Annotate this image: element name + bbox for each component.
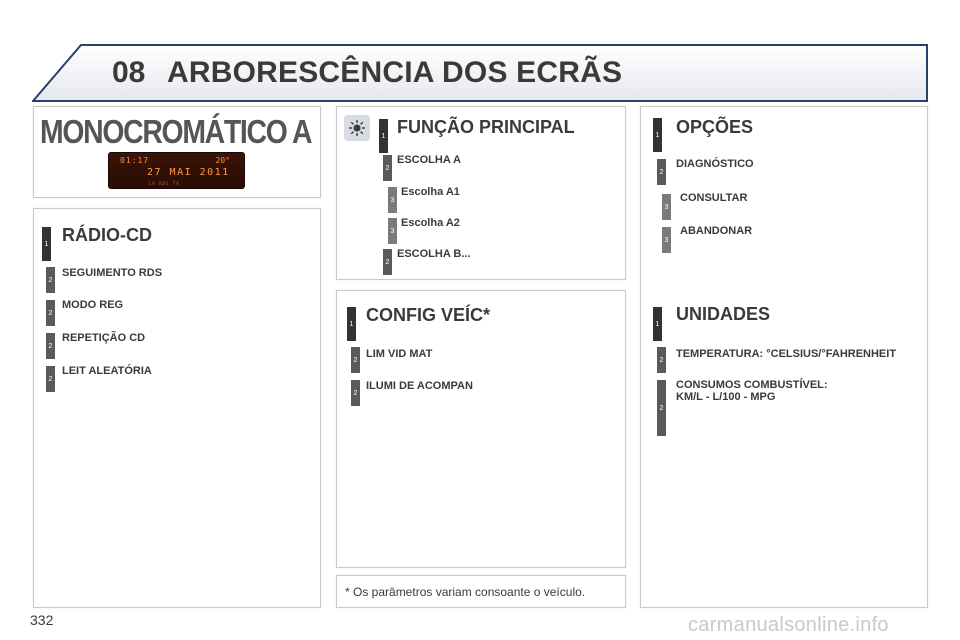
level-1-badge: 1 bbox=[347, 307, 356, 341]
config-heading: CONFIG VEÍC* bbox=[366, 305, 491, 325]
config-item: LIM VID MAT bbox=[366, 348, 433, 360]
lcd-temp: 20° bbox=[215, 156, 230, 165]
radio-item: SEGUIMENTO RDS bbox=[62, 267, 163, 279]
level-2-badge: 2 bbox=[46, 333, 55, 359]
level-2-badge: 2 bbox=[383, 155, 392, 181]
lcd-display: 01:17 20° 27 MAI 2011 LR RDS TA bbox=[108, 152, 245, 189]
level-2-badge: 2 bbox=[46, 366, 55, 392]
page-title: ARBORESCÊNCIA DOS ECRÃS bbox=[167, 56, 623, 89]
funcao-panel: 1 FUNÇÃO PRINCIPAL 2 ESCOLHA A 3 Escolha… bbox=[336, 106, 626, 280]
header-banner bbox=[32, 44, 928, 102]
level-2-badge: 2 bbox=[383, 249, 392, 275]
radio-item: LEIT ALEATÓRIA bbox=[62, 365, 152, 377]
lcd-time: 01:17 bbox=[120, 156, 150, 165]
footnote: * Os parâmetros variam consoante o veícu… bbox=[345, 585, 586, 599]
level-1-badge: 1 bbox=[42, 227, 51, 261]
right-panel: 1 OPÇÕES 2 DIAGNÓSTICO 3 CONSULTAR 3 ABA… bbox=[640, 106, 928, 608]
funcao-heading: FUNÇÃO PRINCIPAL bbox=[397, 117, 575, 137]
level-2-badge: 2 bbox=[657, 159, 666, 185]
lamp-icon bbox=[344, 115, 370, 141]
radio-item: MODO REG bbox=[62, 299, 124, 311]
radio-cd-panel: 1 RÁDIO-CD 2 SEGUIMENTO RDS 2 MODO REG 2… bbox=[33, 208, 321, 608]
config-item: ILUMI DE ACOMPAN bbox=[366, 380, 473, 392]
mono-title: MONOCROMÁTICO A bbox=[40, 113, 313, 150]
level-3-badge: 3 bbox=[388, 187, 397, 213]
footnote-box bbox=[336, 575, 626, 608]
level-2-badge: 2 bbox=[351, 380, 360, 406]
level-3-badge: 3 bbox=[662, 194, 671, 220]
watermark: carmanualsonline.info bbox=[688, 614, 889, 636]
level-1-badge: 1 bbox=[653, 118, 662, 152]
level-2-badge: 2 bbox=[46, 300, 55, 326]
unidades-heading: UNIDADES bbox=[676, 304, 771, 324]
radio-cd-heading: RÁDIO-CD bbox=[62, 225, 152, 245]
funcao-item: ESCOLHA B... bbox=[397, 248, 471, 260]
radio-item: REPETIÇÃO CD bbox=[62, 332, 146, 344]
lcd-date: 27 MAI 2011 bbox=[147, 167, 230, 178]
page-header: 08 ARBORESCÊNCIA DOS ECRÃS bbox=[32, 44, 928, 102]
funcao-item: Escolha A1 bbox=[401, 186, 460, 198]
level-3-badge: 3 bbox=[388, 218, 397, 244]
page-number: 332 bbox=[30, 612, 54, 628]
level-1-badge: 1 bbox=[379, 119, 388, 153]
unidades-item: TEMPERATURA: °CELSIUS/°FAHRENHEIT bbox=[676, 348, 897, 360]
level-2-badge: 2 bbox=[657, 380, 666, 436]
level-2-badge: 2 bbox=[46, 267, 55, 293]
unidades-item: CONSUMOS COMBUSTÍVEL: bbox=[676, 379, 828, 391]
level-1-badge: 1 bbox=[653, 307, 662, 341]
level-2-badge: 2 bbox=[351, 347, 360, 373]
opcoes-heading: OPÇÕES bbox=[676, 117, 754, 137]
level-2-badge: 2 bbox=[657, 347, 666, 373]
level-3-badge: 3 bbox=[662, 227, 671, 253]
opcoes-item: DIAGNÓSTICO bbox=[676, 158, 754, 170]
opcoes-item: CONSULTAR bbox=[680, 192, 748, 204]
lcd-indicators: LR RDS TA bbox=[149, 181, 180, 186]
config-panel: 1 CONFIG VEÍC* 2 LIM VID MAT 2 ILUMI DE … bbox=[336, 290, 626, 568]
funcao-item: Escolha A2 bbox=[401, 217, 460, 229]
unidades-item: KM/L - L/100 - MPG bbox=[676, 391, 776, 403]
chapter-number: 08 bbox=[112, 56, 146, 89]
opcoes-item: ABANDONAR bbox=[680, 225, 753, 237]
funcao-item: ESCOLHA A bbox=[397, 154, 461, 166]
